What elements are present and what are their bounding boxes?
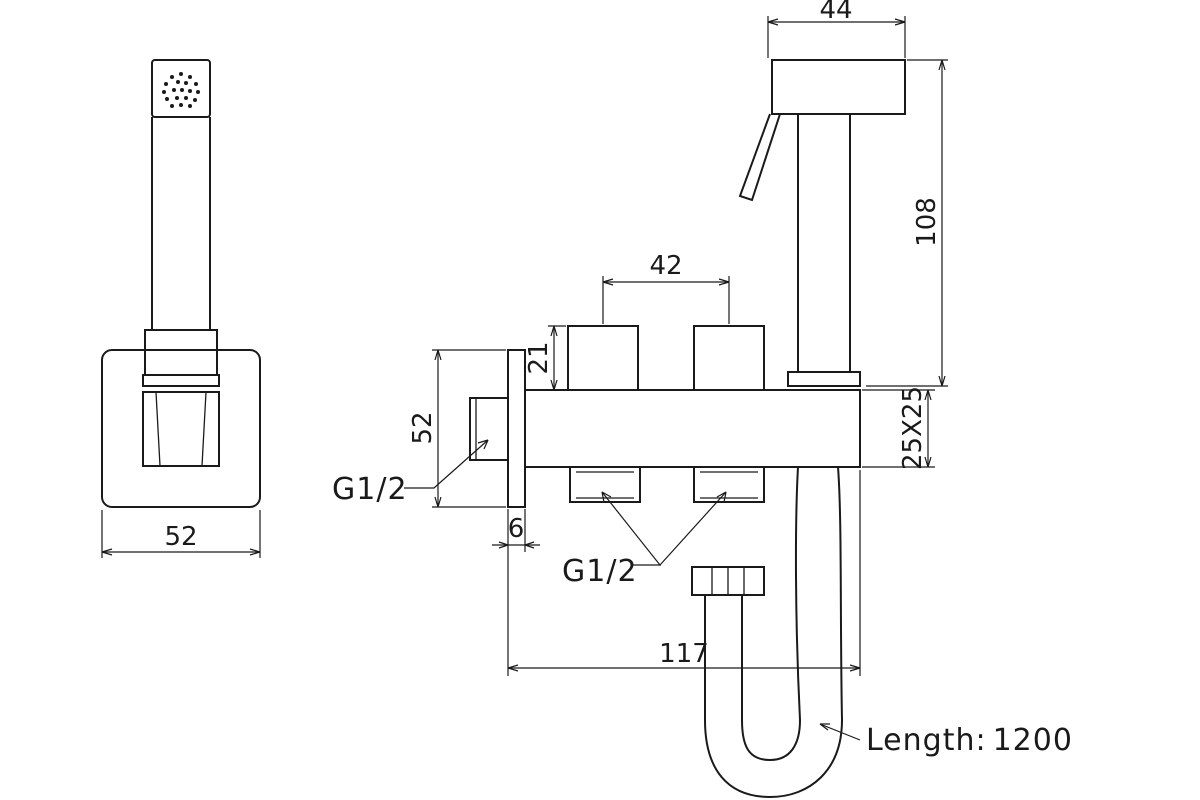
outlet-nut-left (569, 467, 641, 503)
valve-body (524, 389, 861, 468)
label-inlet-thread: G1/2 (332, 472, 408, 507)
front-holder-taper (155, 391, 207, 467)
valve-knob-left (567, 325, 639, 391)
handle-head-side (771, 59, 906, 115)
front-handle-shaft (151, 117, 211, 330)
leader-inlet-thread: G1/2 (332, 439, 489, 507)
side-wall-plate (507, 349, 526, 508)
dim-plate-thickness: 6 (492, 509, 540, 552)
hose-end-nut-facets (711, 567, 745, 595)
label-handle-height: 108 (912, 197, 942, 247)
front-holder-ring (142, 374, 220, 387)
valve-knob-right (693, 325, 765, 391)
hose-length-word: Length (866, 723, 975, 758)
dim-body-length: 117 (507, 470, 861, 676)
handle-shaft-side (797, 114, 851, 372)
front-holder-base (142, 391, 220, 467)
shower-head-face (151, 59, 211, 118)
hose-end-nut (691, 566, 765, 596)
dim-body-section: 25X25 (862, 386, 935, 470)
hose-inner (741, 466, 802, 762)
hose-outer (704, 466, 844, 799)
dim-top-width: 44 (767, 0, 906, 58)
hose-length-sep: : (975, 723, 986, 758)
label-outlet-threads: G1/2 (562, 554, 638, 589)
label-plate-thickness: 6 (508, 514, 525, 544)
dim-valve-spacing: 42 (602, 251, 730, 324)
outlet-nut-right (693, 467, 765, 503)
dim-front-width: 52 (101, 510, 261, 558)
dim-valve-height: 21 (524, 325, 566, 391)
outlet-nut-right-lines (700, 471, 758, 499)
front-holder-clip (144, 329, 218, 376)
label-side-height: 52 (408, 411, 438, 444)
trigger-lever (738, 113, 781, 202)
label-valve-spacing: 42 (649, 251, 682, 281)
hose (691, 466, 844, 799)
label-valve-height: 21 (524, 341, 554, 374)
label-hose-length: Length:1200 (866, 723, 1073, 758)
label-body-length: 117 (659, 639, 709, 669)
label-front-width: 52 (164, 522, 197, 552)
outlet-nut-left-lines (576, 471, 634, 499)
leader-hose-length: Length:1200 (819, 723, 1073, 758)
inlet-nut (469, 397, 509, 461)
front-wall-plate (101, 349, 261, 508)
hose-length-value: 1200 (993, 723, 1073, 758)
shower-holes (162, 72, 200, 108)
side-view: 44 108 25X25 42 21 5 (332, 0, 1073, 799)
label-body-section: 25X25 (898, 386, 928, 470)
label-top-width: 44 (819, 0, 852, 25)
handle-holder-side (787, 371, 861, 387)
front-view: 52 (101, 59, 261, 558)
dim-side-height: 52 (408, 349, 506, 508)
dim-handle-height: 108 (866, 59, 948, 387)
leader-outlet-threads: G1/2 (562, 491, 727, 589)
